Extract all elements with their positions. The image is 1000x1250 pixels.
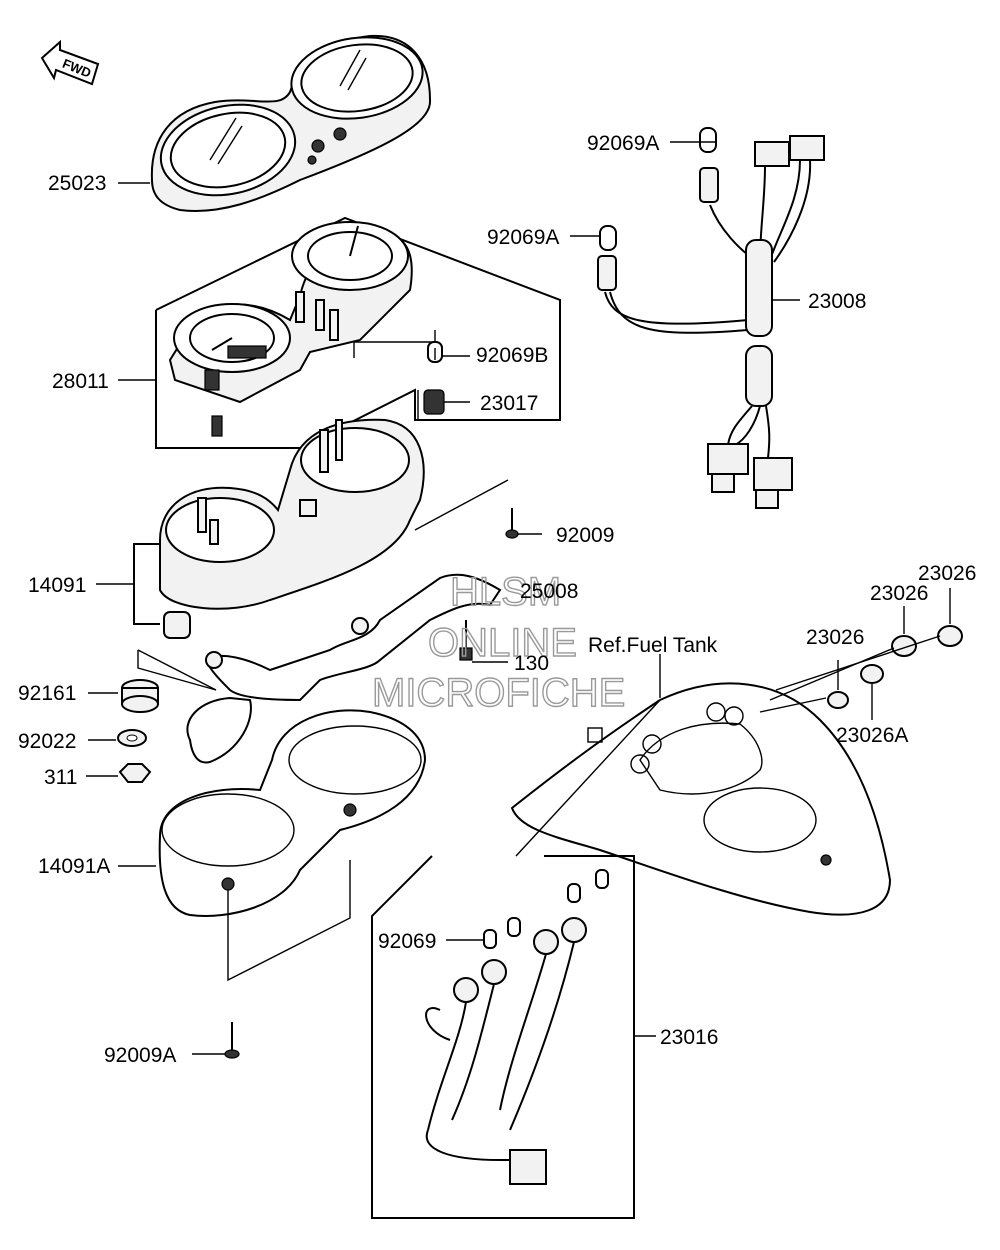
socket-23017	[423, 389, 470, 415]
callout-14091: 14091	[28, 574, 86, 597]
callout-92069: 92069	[378, 930, 436, 953]
group-bracket-28011	[155, 216, 561, 449]
callout-92022: 92022	[18, 730, 76, 753]
watermark-line1: HLSM	[450, 570, 561, 614]
washer-92022	[117, 729, 147, 747]
watermark-line3: MICROFICHE	[372, 671, 625, 715]
cap-23026-c	[937, 588, 963, 647]
callout-23008: 23008	[808, 290, 866, 313]
callout-23016: 23016	[660, 1026, 718, 1049]
bolt-130	[459, 620, 508, 663]
callout-92161: 92161	[18, 682, 76, 705]
group-bracket-23016	[371, 855, 635, 1219]
callout-23026-top: 23026	[918, 562, 976, 585]
callout-25023: 25023	[48, 172, 106, 195]
fuel-tank-panel	[510, 654, 892, 916]
callout-14091a: 14091A	[38, 855, 110, 878]
callout-23026a: 23026A	[836, 724, 908, 747]
fwd-arrow-icon: FWD	[40, 39, 100, 86]
meter-case-14091	[159, 418, 509, 639]
bulb-92069b	[427, 341, 470, 363]
wiring-harness-23008	[570, 127, 825, 509]
callout-92069b: 92069B	[476, 344, 548, 367]
callout-92069a-mid: 92069A	[487, 226, 559, 249]
cap-23026-a	[827, 660, 849, 709]
meter-assembly-28011	[168, 221, 413, 437]
callout-92069a-top: 92069A	[587, 132, 659, 155]
screw-92009a	[192, 1022, 240, 1059]
cap-23026-b	[891, 606, 917, 657]
meter-cover-25023	[150, 34, 432, 212]
callout-23017: 23017	[480, 392, 538, 415]
callout-92009: 92009	[556, 524, 614, 547]
callout-25008: 25008	[520, 580, 578, 603]
watermark-line2: ONLINE	[428, 621, 577, 665]
callout-23026-mid: 23026	[870, 582, 928, 605]
wiring-23016	[425, 869, 609, 1185]
bracket-25008	[186, 573, 502, 764]
screw-92009	[505, 508, 542, 539]
callout-92009a: 92009A	[104, 1044, 176, 1067]
nut-311	[118, 763, 152, 783]
cap-23026a	[860, 664, 884, 720]
callout-28011: 28011	[52, 370, 109, 393]
callout-ref-fuel-tank: Ref.Fuel Tank	[588, 634, 718, 657]
lower-case-14091a	[158, 709, 427, 917]
callout-23026-left: 23026	[806, 626, 864, 649]
grommet-92161	[121, 679, 159, 713]
callout-130: 130	[514, 652, 549, 675]
callout-311: 311	[44, 766, 77, 789]
